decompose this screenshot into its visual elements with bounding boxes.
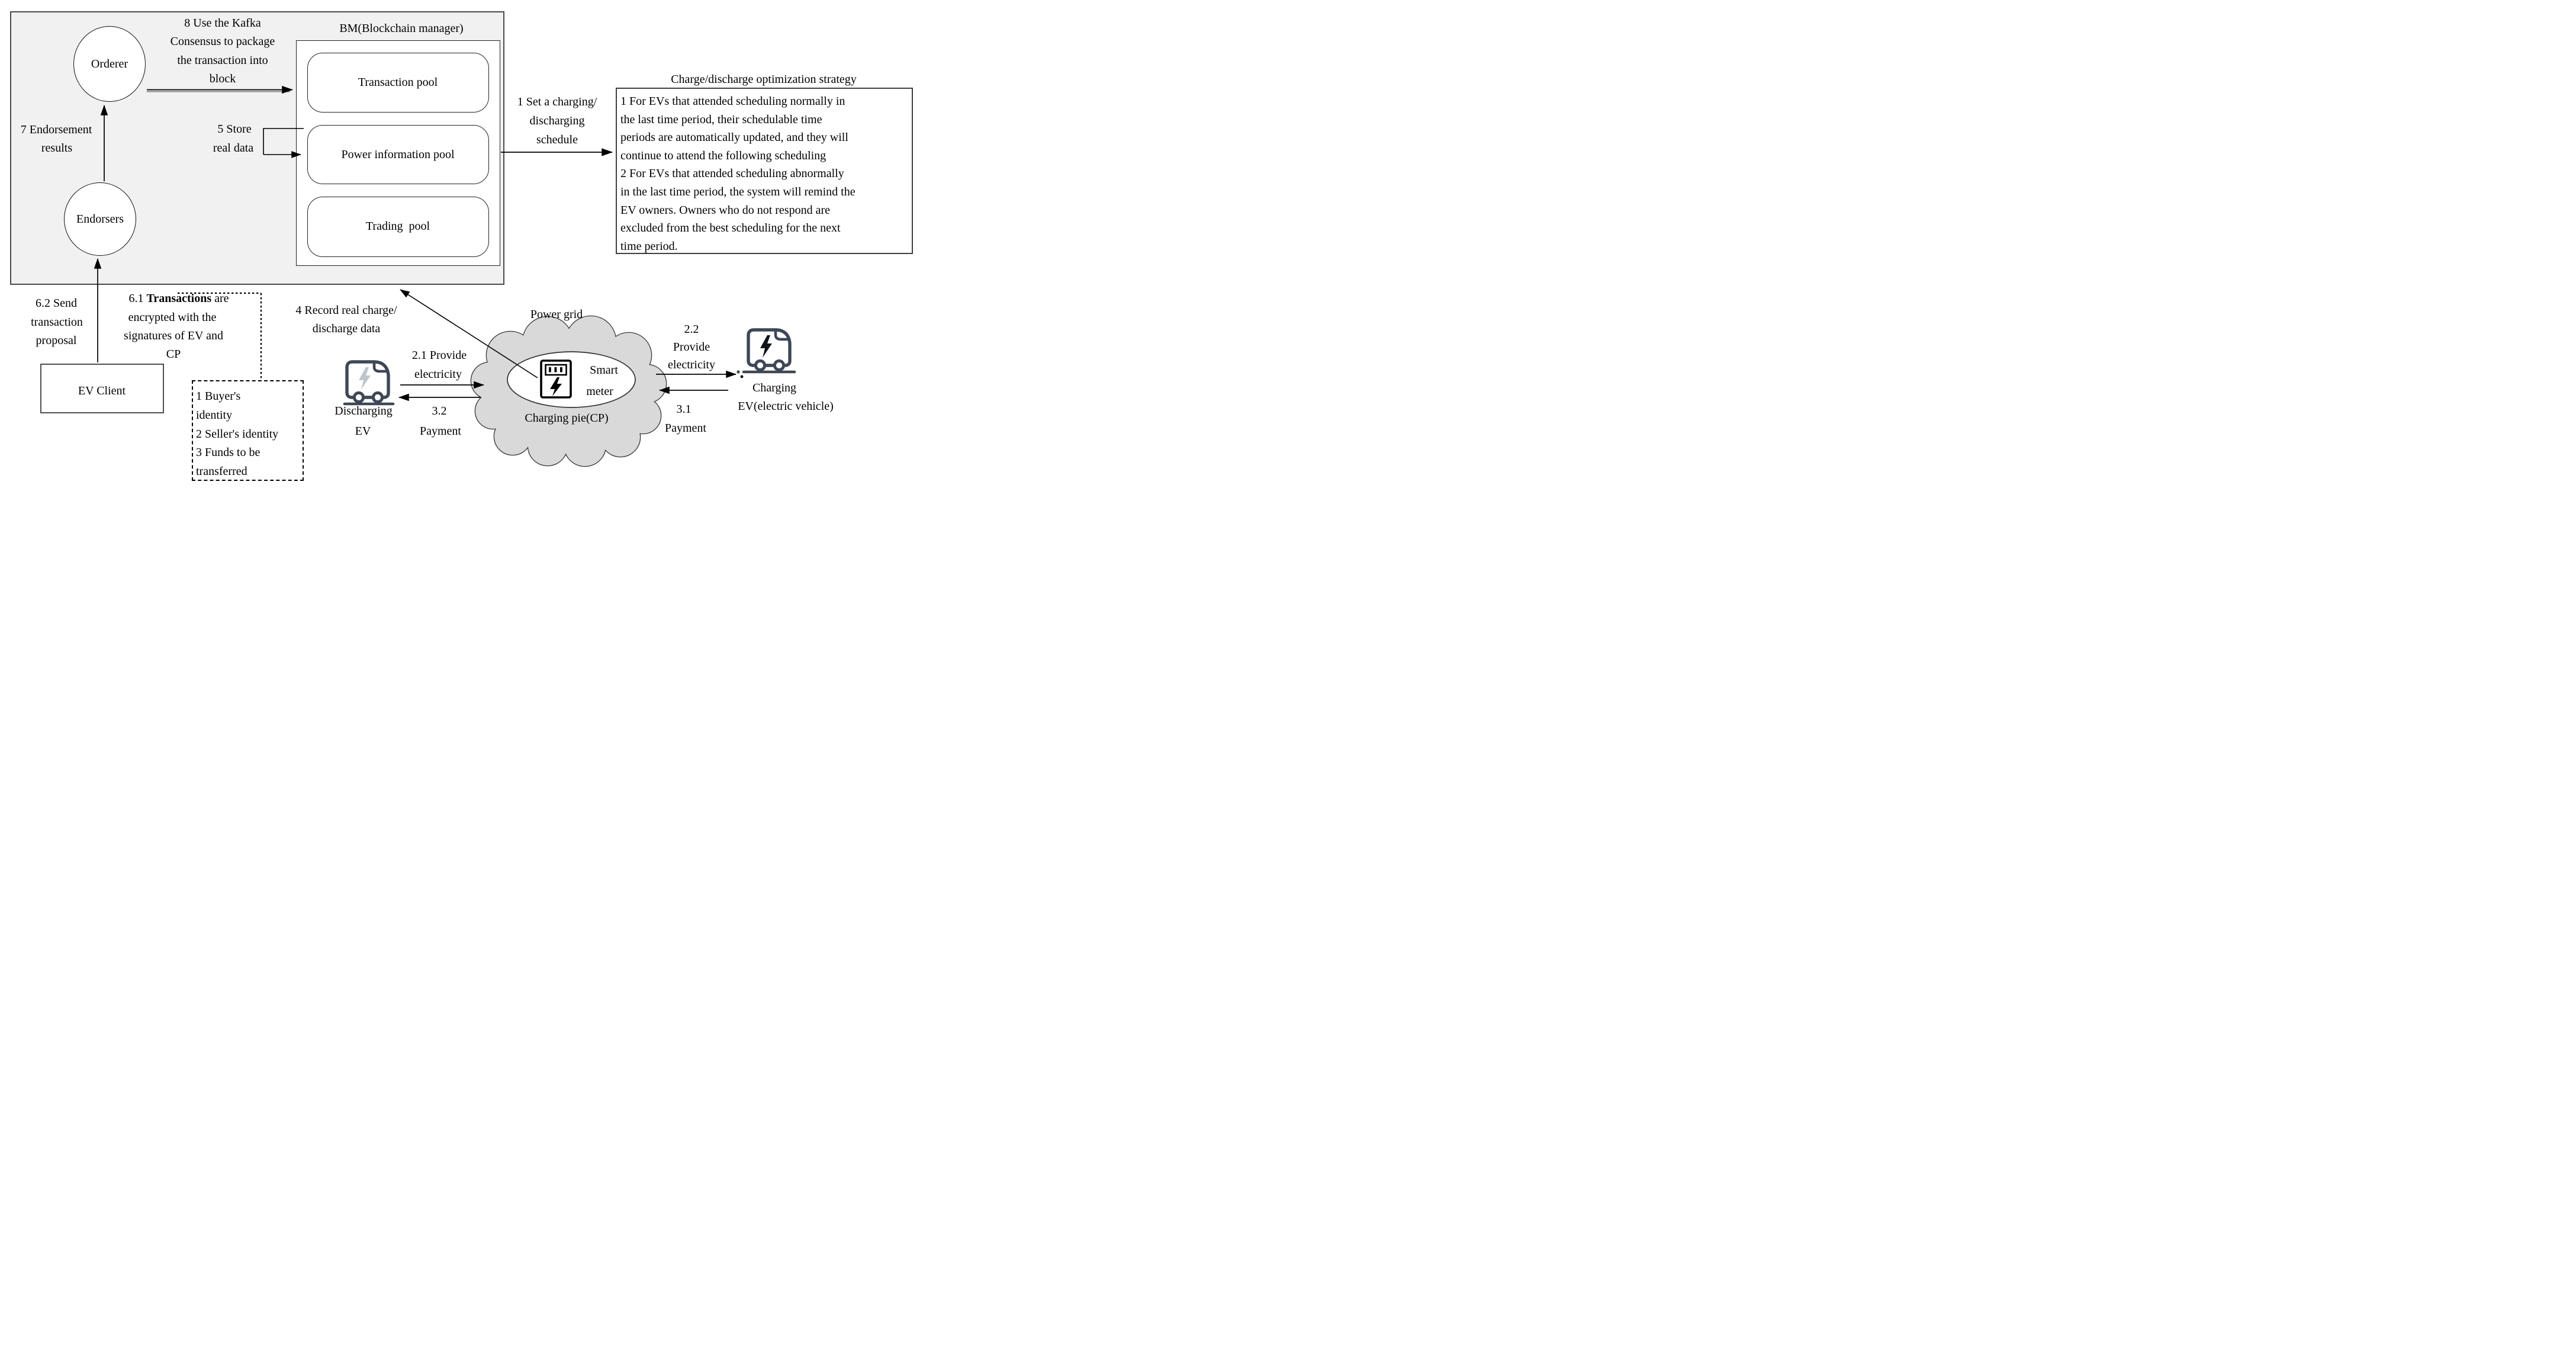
buyer-box-line-1: 1 Buyer's [196,390,241,403]
kafka-note-line-4: block [209,72,236,85]
transaction-pool-box [307,53,489,113]
provide-22-line-2: Provide [673,341,710,354]
store-real-data-bracket [263,128,304,155]
txn-encrypted-line-3: signatures of EV and [124,329,223,342]
orderer-node [73,26,146,102]
strategy-line-5: 2 For EVs that attended scheduling abnor… [620,167,844,181]
payment-32-line-1: 3.2 [432,404,447,418]
trading-pool-box [307,197,489,257]
strategy-line-6: in the last time period, the system will… [620,185,856,198]
txn-encrypted-line-4: CP [166,348,181,361]
charging-pie-label: Charging pie(CP) [525,412,609,425]
strategy-line-9: time period. [620,239,678,253]
store-real-data-line-1: 5 Store [217,123,252,136]
smart-meter-icon [540,359,572,399]
kafka-note-line-3: the transaction into [177,54,268,67]
ev-client-box [40,364,164,413]
orderer-label: Orderer [91,57,128,70]
discharging-ev-label-1: Discharging [335,404,393,418]
send-proposal-line-2: transaction [31,316,83,329]
ev-client-label: EV Client [78,384,126,397]
buyer-box-line-2: identity [196,409,233,422]
diagram-connectors [94,85,796,467]
endorsement-results-line-1: 7 Endorsement [20,123,92,136]
charging-ev-label-2: EV(electric vehicle) [738,400,834,413]
ev-truck-charging-icon [737,328,796,374]
trading-pool-label: Trading pool [365,220,430,233]
provide-21-line-1: 2.1 Provide [411,349,467,362]
txn-bold: Transactions [146,292,212,305]
buyer-box-line-4: 3 Funds to be [196,446,261,459]
buyer-box-line-3: 2 Seller's identity [196,428,279,441]
dotted-connector-transactions [178,292,262,379]
endorsement-results-line-2: results [41,142,73,155]
power-information-pool-box [307,125,489,184]
txn-prefix: 6.1 [128,292,147,305]
record-data-line-2: discharge data [312,322,381,335]
charging-ev-label-1: Charging [752,381,797,394]
strategy-line-3: periods are automatically updated, and t… [620,131,848,144]
diagram-canvas: Orderer Endorsers BM(Blockchain manager)… [0,0,928,487]
provide-21-line-2: electricity [414,368,462,381]
strategy-line-7: EV owners. Owners who do not respond are [620,203,831,217]
optimization-strategy-box [616,88,913,254]
txn-rest: are [211,292,229,305]
ev-truck-discharging-icon [343,360,395,406]
power-grid-label: Power grid [530,308,583,321]
txn-encrypted-line-2: encrypted with the [128,311,217,324]
payment-31-line-1: 3.1 [676,403,692,416]
provide-22-line-3: electricity [668,358,715,371]
arrow-smartmeter-to-bm [400,289,538,378]
smart-meter-label-2: meter [586,385,613,398]
record-data-line-1: 4 Record real charge/ [295,304,397,317]
strategy-line-2: the last time period, their schedulable … [620,113,822,126]
provide-22-line-1: 2.2 [684,323,699,336]
kafka-note-line-1: 8 Use the Kafka [184,17,261,30]
set-schedule-line-3: schedule [536,133,578,146]
endorsers-label: Endorsers [76,213,124,226]
strategy-line-1: 1 For EVs that attended scheduling norma… [620,95,845,108]
txn-encrypted-line-1: 6.1 Transactions are [117,281,229,316]
kafka-note-line-2: Consensus to package [170,35,275,48]
transaction-contents-box [192,380,304,481]
smart-meter-label-1: Smart [590,364,618,377]
buyer-box-line-5: transferred [196,465,247,478]
strategy-title: Charge/discharge optimization strategy [671,73,857,86]
bm-title: BM(Blockchain manager) [339,22,464,35]
transaction-pool-label: Transaction pool [358,76,438,89]
set-schedule-line-2: discharging [529,114,585,127]
payment-32-line-2: Payment [420,425,461,438]
send-proposal-line-3: proposal [36,334,77,347]
strategy-line-8: excluded from the best scheduling for th… [620,221,841,235]
payment-31-line-2: Payment [665,422,706,435]
power-grid-cloud [470,315,667,467]
send-proposal-line-1: 6.2 Send [36,297,77,310]
arrow-22-dot [740,375,744,378]
store-real-data-line-2: real data [213,142,254,155]
strategy-line-4: continue to attend the following schedul… [620,149,826,162]
set-schedule-line-1: 1 Set a charging/ [517,95,597,108]
endorsers-node [64,182,136,256]
discharging-ev-label-2: EV [355,425,371,438]
power-information-pool-label: Power information pool [341,148,455,161]
